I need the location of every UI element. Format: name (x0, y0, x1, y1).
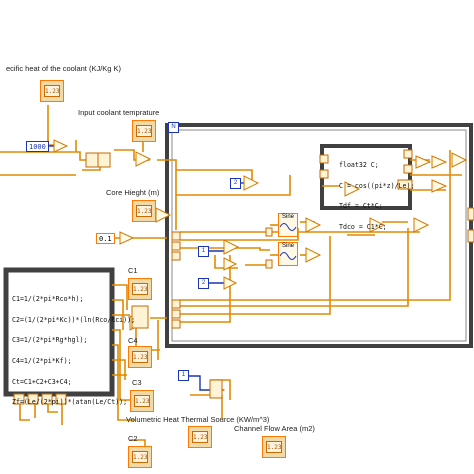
orange-wires (0, 105, 462, 460)
input-temp-label: Input coolant temprature (78, 108, 160, 117)
sine-wave-icon (279, 252, 297, 260)
constant-1-upper[interactable]: 1 (198, 246, 209, 257)
formula-left-line: C3=1/(2*pi*Rg*hgl); (12, 336, 88, 345)
c3-value: 1.23 (134, 395, 150, 407)
c4-value: 1.23 (132, 351, 148, 363)
formula-node-right-frame (320, 144, 412, 210)
formula-right-line: C = cos((pi*z)/Le); (339, 181, 415, 190)
channel-area-label: Channel Flow Area (m2) (234, 424, 315, 433)
channel-area-value: 1.23 (266, 441, 282, 453)
formula-left-line: C1=1/(2*pi*Rco*h); (12, 295, 84, 304)
specific-heat-label: ecific heat of the coolant (KJ/Kg K) (6, 64, 122, 73)
vol-heat-value: 1.23 (192, 431, 208, 443)
c4-label: C4 (128, 336, 138, 345)
c4-indicator: 1.23 (128, 346, 152, 368)
formula-left-line: Ct=C1+C2+C3+C4; (12, 377, 72, 386)
input-temp-control[interactable]: 1.23 (132, 120, 156, 142)
vol-heat-label: Volumetric Heat Thermal Source (KW/m^3) (126, 415, 270, 424)
formula-left-line: C4=1/(2*pi*Kf); (12, 357, 72, 366)
core-height-control[interactable]: 1.23 (132, 200, 156, 222)
c1-value: 1.23 (132, 283, 148, 295)
c3-indicator: 1.23 (130, 390, 154, 412)
sine-label-lower: Sine (281, 243, 294, 249)
sine-label-upper: Sine (281, 214, 294, 220)
c1-indicator: 1.23 (128, 278, 152, 300)
constant-1000[interactable]: 1000 (26, 141, 49, 152)
core-height-value: 1.23 (136, 205, 152, 217)
core-height-label: Core Hieght (m) (106, 188, 160, 197)
channel-area-control[interactable]: 1.23 (262, 436, 286, 458)
c3-label: C3 (132, 378, 142, 387)
c2-indicator: 1.23 (128, 446, 152, 468)
loop-frame (165, 123, 473, 348)
sine-block-lower[interactable]: Sine (278, 242, 298, 266)
loop-count-terminal[interactable]: N (168, 122, 179, 133)
formula-node-left-text: C1=1/(2*pi*Rco*h); C2=(1/(2*pi*Kc))*(ln(… (12, 284, 135, 418)
sine-block-upper[interactable]: Sine (278, 213, 298, 237)
constant-2-upper[interactable]: 2 (230, 178, 241, 189)
formula-right-line: float32 C; (339, 161, 379, 170)
formula-node-right-text: float32 C; C = cos((pi*z)/Le); Tdf = Ct*… (339, 150, 414, 243)
c2-value: 1.23 (132, 451, 148, 463)
constant-2-lower[interactable]: 2 (198, 278, 209, 289)
specific-heat-value: 1.23 (44, 85, 60, 97)
formula-left-line: C2=(1/(2*pi*Kc))*(ln(Rco/Rci)); (12, 315, 136, 324)
specific-heat-control[interactable]: 1.23 (40, 80, 64, 102)
c2-label: C2 (128, 434, 138, 443)
formula-left-line: Zf=(Le/(2*pi))*(atan(Le/Ct)); (12, 398, 128, 407)
vol-heat-control[interactable]: 1.23 (188, 426, 212, 448)
input-temp-value: 1.23 (136, 125, 152, 137)
sine-wave-icon (279, 223, 297, 231)
formula-right-line: Tdco = C1*C; (339, 223, 387, 232)
constant-1-lower[interactable]: 1 (178, 370, 189, 381)
formula-right-line: Tdf = Ct*C; (339, 202, 383, 211)
bundle-blocks (13, 149, 474, 405)
c1-label: C1 (128, 266, 138, 275)
constant-0-1[interactable]: 0.1 (96, 233, 115, 244)
